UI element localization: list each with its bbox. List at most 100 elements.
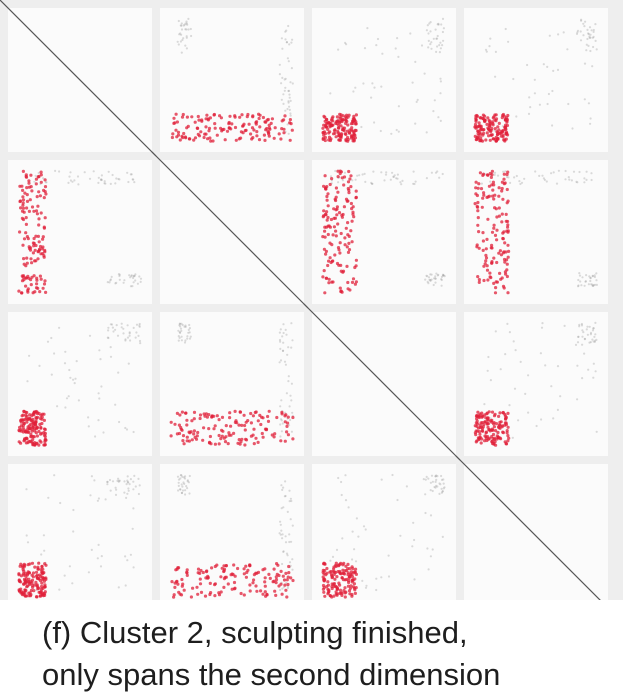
data-point bbox=[181, 475, 184, 478]
data-point-highlighted bbox=[41, 286, 45, 290]
data-point bbox=[282, 331, 285, 335]
data-point bbox=[527, 112, 531, 115]
data-point bbox=[380, 85, 383, 88]
data-point-highlighted bbox=[172, 595, 176, 599]
data-point bbox=[47, 496, 50, 499]
data-point-highlighted bbox=[208, 581, 212, 586]
data-point bbox=[551, 89, 554, 93]
data-point-highlighted bbox=[26, 287, 30, 291]
data-point bbox=[118, 274, 121, 278]
data-point bbox=[132, 178, 135, 181]
data-point-highlighted bbox=[505, 172, 509, 177]
data-point-highlighted bbox=[217, 593, 222, 597]
data-point-highlighted bbox=[198, 416, 202, 421]
data-point-highlighted bbox=[476, 186, 480, 190]
data-point-highlighted bbox=[173, 585, 177, 590]
data-point bbox=[542, 177, 546, 180]
data-point-highlighted bbox=[480, 427, 485, 431]
data-point bbox=[67, 181, 70, 184]
data-point bbox=[441, 30, 444, 34]
data-point bbox=[135, 331, 138, 334]
data-point-highlighted bbox=[350, 126, 354, 130]
data-point-highlighted bbox=[20, 216, 24, 220]
data-point bbox=[129, 276, 132, 279]
data-point bbox=[589, 277, 592, 280]
data-point bbox=[71, 180, 74, 183]
data-point-highlighted bbox=[30, 434, 34, 438]
data-point bbox=[289, 418, 292, 422]
data-point bbox=[185, 28, 188, 31]
data-point-highlighted bbox=[476, 205, 480, 209]
data-point-highlighted bbox=[42, 225, 46, 229]
data-point-highlighted bbox=[189, 595, 193, 599]
data-point bbox=[63, 574, 66, 577]
data-point bbox=[438, 44, 441, 47]
data-point bbox=[93, 479, 96, 482]
data-point-highlighted bbox=[322, 247, 326, 251]
data-point bbox=[282, 341, 285, 344]
data-point-highlighted bbox=[327, 589, 331, 594]
data-point-highlighted bbox=[251, 581, 255, 585]
data-point bbox=[138, 339, 142, 343]
data-point bbox=[493, 173, 496, 176]
data-point bbox=[289, 518, 292, 521]
data-point bbox=[138, 324, 141, 327]
data-point bbox=[182, 24, 185, 27]
data-point bbox=[129, 553, 132, 556]
data-point-highlighted bbox=[22, 210, 26, 214]
data-point bbox=[427, 568, 430, 571]
data-point-highlighted bbox=[243, 428, 247, 432]
data-point-highlighted bbox=[21, 169, 25, 173]
data-point-highlighted bbox=[330, 575, 335, 579]
data-point bbox=[290, 322, 293, 325]
data-point bbox=[411, 545, 414, 548]
data-point bbox=[290, 346, 293, 349]
data-point-highlighted bbox=[473, 134, 477, 138]
data-point-highlighted bbox=[206, 137, 210, 141]
data-point-highlighted bbox=[24, 175, 29, 179]
data-point-highlighted bbox=[201, 570, 205, 575]
data-point bbox=[426, 24, 429, 27]
data-point-highlighted bbox=[494, 113, 498, 117]
data-point-highlighted bbox=[203, 594, 208, 598]
data-point bbox=[106, 480, 109, 484]
data-point bbox=[383, 179, 386, 182]
data-point-highlighted bbox=[42, 585, 47, 589]
data-point-highlighted bbox=[175, 567, 179, 571]
data-point-highlighted bbox=[204, 412, 208, 416]
data-point bbox=[563, 324, 566, 327]
data-point bbox=[427, 282, 430, 285]
data-point-highlighted bbox=[23, 437, 27, 441]
data-point-highlighted bbox=[258, 113, 262, 117]
data-point-highlighted bbox=[254, 571, 258, 575]
data-point bbox=[588, 35, 591, 38]
data-point-highlighted bbox=[331, 119, 335, 123]
data-point bbox=[380, 171, 383, 174]
data-point-highlighted bbox=[181, 434, 186, 438]
data-point-highlighted bbox=[21, 188, 25, 192]
data-point bbox=[56, 405, 59, 408]
data-point bbox=[115, 177, 118, 180]
data-point bbox=[118, 420, 121, 424]
data-point-highlighted bbox=[330, 586, 334, 591]
data-point-highlighted bbox=[31, 251, 35, 255]
data-point-highlighted bbox=[502, 230, 506, 234]
data-point bbox=[123, 279, 126, 282]
data-point-highlighted bbox=[30, 189, 34, 193]
data-point-highlighted bbox=[257, 138, 262, 142]
data-point bbox=[436, 274, 439, 277]
data-point-highlighted bbox=[43, 437, 48, 441]
data-point bbox=[440, 284, 443, 287]
data-point-highlighted bbox=[22, 421, 26, 425]
data-point-highlighted bbox=[336, 169, 340, 173]
data-point-highlighted bbox=[24, 216, 28, 220]
data-point-highlighted bbox=[275, 415, 279, 420]
data-point bbox=[486, 369, 489, 372]
data-point-highlighted bbox=[326, 263, 330, 268]
data-point bbox=[109, 279, 112, 282]
data-point-highlighted bbox=[497, 414, 501, 418]
data-point bbox=[187, 481, 190, 484]
data-point bbox=[90, 475, 93, 478]
data-point-highlighted bbox=[32, 274, 36, 278]
data-point bbox=[185, 35, 188, 38]
